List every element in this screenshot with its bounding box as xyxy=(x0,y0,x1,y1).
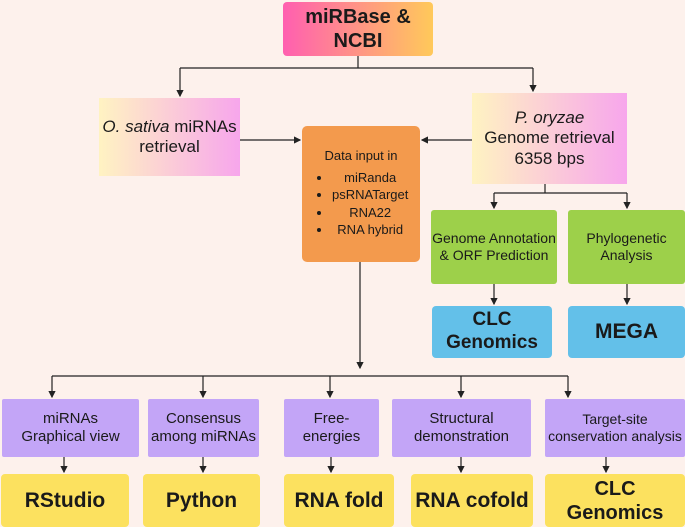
root-node: miRBase & NCBI xyxy=(283,2,433,56)
phylogenetic-node: Phylogenetic Analysis xyxy=(568,210,685,284)
clc-genomics-label: CLC Genomics xyxy=(446,309,538,353)
python-tool-node: Python xyxy=(143,474,260,527)
rna-fold-tool-node: RNA fold xyxy=(284,474,394,527)
free-energies-node: Free- energies xyxy=(284,399,379,457)
data-input-item: miRanda xyxy=(332,170,408,186)
genome-annotation-line1: Genome Annotation xyxy=(432,230,556,247)
genome-annotation-line2: & ORF Prediction xyxy=(439,247,549,263)
purple-3-line1: Free- xyxy=(313,410,350,427)
root-label: miRBase & NCBI xyxy=(305,6,411,52)
data-input-item: RNA22 xyxy=(332,205,408,221)
purple-1-line1: miRNAs xyxy=(43,410,98,427)
purple-3-line2: energies xyxy=(302,428,361,445)
poryzae-line2: Genome retrieval xyxy=(484,128,615,148)
data-input-node: Data input in miRanda psRNATarget RNA22 … xyxy=(302,126,420,262)
purple-5-line2: conservation analysis xyxy=(548,428,682,444)
osativa-line2: retrieval xyxy=(139,137,200,156)
yellow-1-label: RStudio xyxy=(24,488,106,512)
purple-5-line1: Target-site xyxy=(582,411,648,428)
data-input-title: Data input in xyxy=(324,148,398,164)
target-site-conservation-node: Target-site conservation analysis xyxy=(545,399,685,457)
osativa-species: O. sativa xyxy=(102,116,170,136)
mega-label: MEGA xyxy=(595,320,658,344)
purple-4-line1: Structural xyxy=(429,410,494,427)
data-input-item: psRNATarget xyxy=(332,187,408,203)
osativa-line1: O. sativa miRNAs xyxy=(102,117,236,137)
data-input-item: RNA hybrid xyxy=(332,222,408,238)
rstudio-tool-node: RStudio xyxy=(1,474,129,527)
purple-1-line2: Graphical view xyxy=(21,428,120,445)
consensus-node: Consensus among miRNAs xyxy=(148,399,259,457)
rna-cofold-tool-node: RNA cofold xyxy=(411,474,533,527)
poryzae-node: P. oryzae Genome retrieval 6358 bps xyxy=(472,93,627,184)
data-input-list: miRanda psRNATarget RNA22 RNA hybrid xyxy=(312,168,408,240)
mirnas-graphical-view-node: miRNAs Graphical view xyxy=(2,399,139,457)
purple-4-line2: demonstration xyxy=(413,428,510,445)
yellow-3-label: RNA fold xyxy=(294,488,384,512)
yellow-4-label: RNA cofold xyxy=(415,488,529,512)
phylogenetic-line1: Phylogenetic xyxy=(586,230,667,247)
structural-demonstration-node: Structural demonstration xyxy=(392,399,531,457)
poryzae-line3: 6358 bps xyxy=(514,148,585,168)
clc-genomics-bottom-tool-node: CLC Genomics xyxy=(545,474,685,527)
purple-2-line2: among miRNAs xyxy=(150,428,257,445)
yellow-2-label: Python xyxy=(165,488,238,512)
yellow-5-label: CLC Genomics xyxy=(566,477,664,524)
clc-genomics-tool-node: CLC Genomics xyxy=(432,306,552,358)
purple-2-line1: Consensus xyxy=(165,410,242,427)
osativa-mirnas: miRNAs xyxy=(169,116,237,136)
osativa-node: O. sativa miRNAs retrieval xyxy=(99,98,240,176)
poryzae-species: P. oryzae xyxy=(514,107,585,127)
phylogenetic-line2: Analysis xyxy=(600,247,653,263)
mega-tool-node: MEGA xyxy=(568,306,685,358)
genome-annotation-node: Genome Annotation & ORF Prediction xyxy=(431,210,557,284)
